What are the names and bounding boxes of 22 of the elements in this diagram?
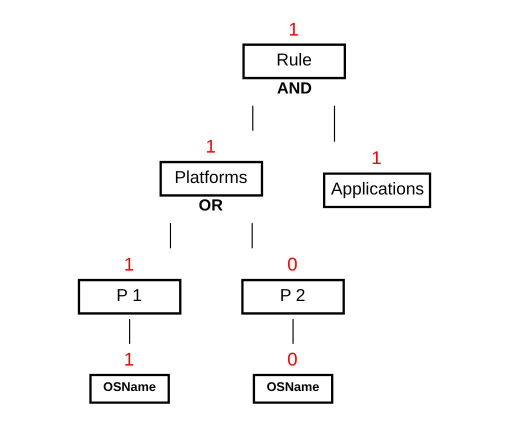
connector — [252, 105, 253, 130]
connector — [128, 318, 130, 344]
connector — [251, 222, 252, 248]
node-label: 1 — [370, 146, 382, 168]
node-box: Applications — [322, 172, 431, 208]
node-label: OR — [198, 196, 222, 214]
node-label: AND — [276, 78, 312, 97]
node-label: 1 — [288, 18, 298, 39]
node-box: Rule — [242, 43, 346, 79]
node-box: P 1 — [77, 278, 181, 314]
connector — [292, 318, 294, 344]
node-box: OSName — [88, 373, 170, 404]
node-label: 0 — [286, 348, 298, 370]
node-box: OSName — [252, 373, 333, 404]
connector — [169, 222, 171, 248]
node-label: 1 — [123, 253, 134, 274]
node-label: 1 — [123, 348, 134, 370]
node-box: Platforms — [159, 160, 263, 196]
node-label: 1 — [205, 135, 216, 156]
node-box: P 2 — [240, 278, 344, 314]
node-label: 0 — [286, 253, 298, 274]
connector — [333, 105, 335, 142]
